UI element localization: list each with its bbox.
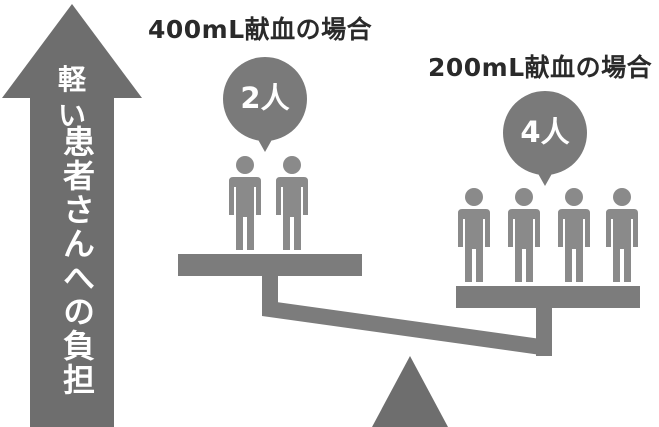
left-platform bbox=[178, 254, 362, 276]
arrow-label-light: 軽い bbox=[57, 63, 86, 132]
arrow-label-burden: 患者さんへの負担 bbox=[58, 125, 96, 397]
person-icon-right-4 bbox=[606, 188, 638, 282]
heading-400ml: 400mL献血の場合 bbox=[148, 15, 373, 44]
bubble-left bbox=[223, 57, 307, 152]
burden-arrow-shaft bbox=[30, 96, 114, 427]
fulcrum-triangle bbox=[372, 356, 448, 427]
bubble-label-two-people: 2人 bbox=[240, 81, 290, 115]
people-layer bbox=[229, 156, 638, 282]
bubble-label-four-people: 4人 bbox=[520, 115, 570, 149]
heading-200ml: 200mL献血の場合 bbox=[428, 53, 653, 82]
person-icon-left-1 bbox=[229, 156, 261, 250]
burden-arrow bbox=[2, 4, 142, 427]
person-icon-right-2 bbox=[508, 188, 540, 282]
right-post bbox=[536, 302, 552, 356]
burden-arrow-head bbox=[2, 4, 142, 98]
lever-beam bbox=[262, 300, 548, 356]
person-icon-right-1 bbox=[458, 188, 490, 282]
right-platform bbox=[456, 286, 640, 308]
left-post bbox=[262, 274, 278, 314]
person-icon-right-3 bbox=[558, 188, 590, 282]
bubble-right bbox=[503, 91, 587, 186]
person-icon-left-2 bbox=[276, 156, 308, 250]
